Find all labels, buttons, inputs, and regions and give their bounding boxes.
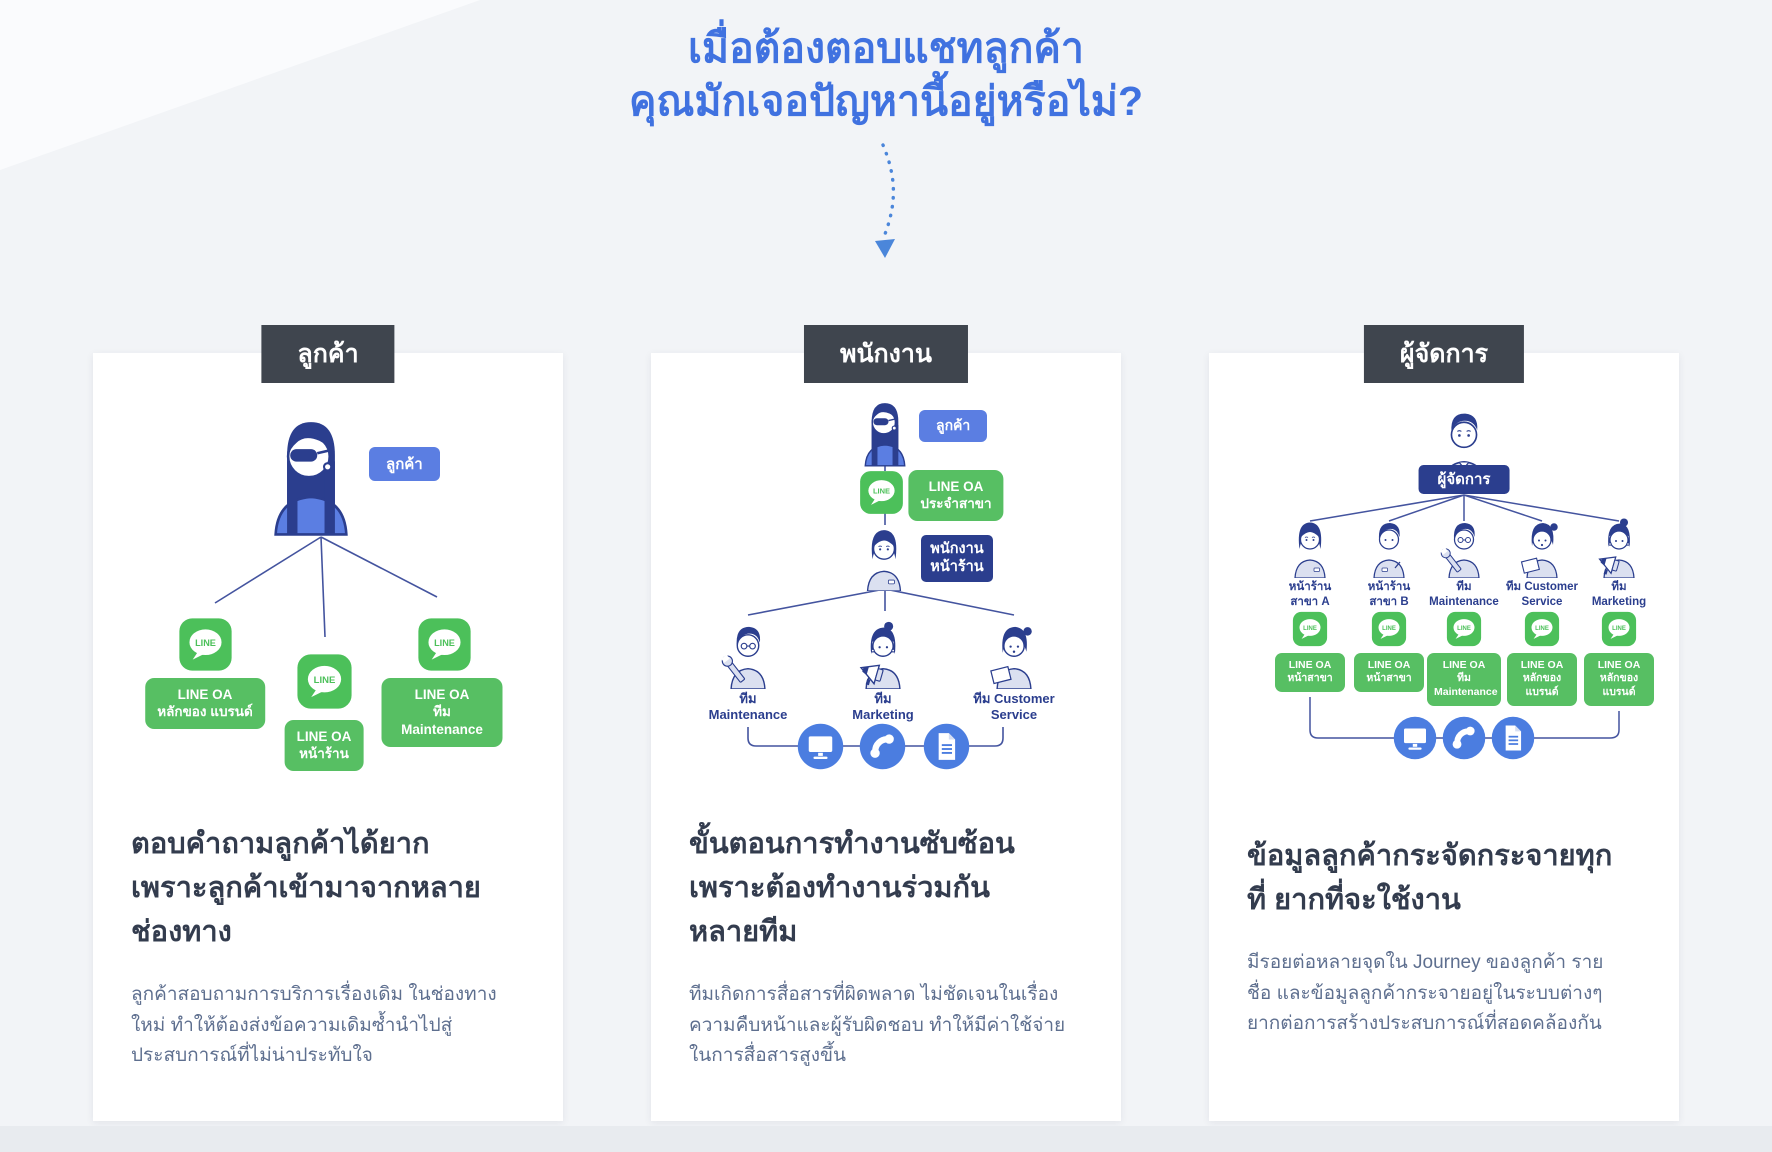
oa-label-storefront: LINE OA หน้าร้าน xyxy=(284,719,364,772)
member-name-customer-service: ทีม Customer Service xyxy=(1505,580,1579,608)
customer-tag: ลูกค้า xyxy=(369,446,440,481)
staff-avatar xyxy=(856,523,912,591)
card-customer-body: ลูกค้าสอบถามการบริการเรื่องเดิม ในช่องทา… xyxy=(131,983,497,1067)
member-name-store-b: หน้าร้าน สาขา B xyxy=(1367,580,1411,608)
card-manager: ผู้จัดการ ผู้จัดการ หน้าร้าน สาขา A หน้า… xyxy=(1209,324,1679,1121)
problem-cards-row: ลูกค้า ลูกค้า LINE OA หลักของ แบรนด์ LIN… xyxy=(0,324,1772,1121)
document-channel-icon xyxy=(923,723,970,770)
document-channel-icon xyxy=(1491,716,1535,760)
oa-label-brand: LINE OA หลักของ แบรนด์ xyxy=(145,677,265,730)
monitor-channel-icon xyxy=(1393,716,1437,760)
card-manager-heading: ข้อมูลลูกค้ากระจัดกระจายทุก ที่ ยากที่จะ… xyxy=(1247,839,1613,916)
card-employee-body: ทีมเกิดการสื่อสารที่ผิดพลาด ไม่ชัดเจนในเ… xyxy=(689,983,1066,1067)
store-a-avatar xyxy=(1284,516,1336,578)
line-oa-icon xyxy=(1446,611,1482,647)
maintenance-avatar xyxy=(1438,516,1490,578)
store-b-avatar xyxy=(1363,516,1415,578)
line-oa-icon xyxy=(1371,611,1407,647)
oa-label-store-a: LINE OA หน้าสาขา xyxy=(1275,652,1345,693)
card-employee-badge: พนักงาน xyxy=(803,324,969,383)
team-name-marketing: ทีม Marketing xyxy=(852,690,914,723)
monitor-channel-icon xyxy=(797,723,844,770)
card-manager-badge: ผู้จัดการ xyxy=(1363,324,1525,383)
customer-diagram: ลูกค้า LINE OA หลักของ แบรนด์ LINE OA หน… xyxy=(93,353,563,818)
manager-diagram: ผู้จัดการ หน้าร้าน สาขา A หน้าร้าน สาขา … xyxy=(1209,353,1679,830)
member-name-maintenance: ทีม Maintenance xyxy=(1429,580,1499,608)
line-oa-icon xyxy=(1292,611,1328,647)
line-oa-icon xyxy=(178,617,233,672)
dashed-down-arrow-icon xyxy=(875,142,896,258)
connector-lines xyxy=(214,535,438,637)
oa-label-customer-service: LINE OA หลักของ แบรนด์ xyxy=(1507,652,1577,707)
phone-channel-icon xyxy=(1442,716,1486,760)
customer-avatar xyxy=(856,395,914,467)
card-employee: พนักงาน ลูกค้า LINE OA ประจำสาขา พนักงาน… xyxy=(651,324,1121,1121)
bottom-section-divider xyxy=(0,1126,1772,1152)
marketing-team-avatar xyxy=(853,619,913,689)
line-oa-icon xyxy=(1524,611,1560,647)
team-name-customer-service: ทีม Customer Service xyxy=(973,690,1055,723)
page-title-line2: คุณมักเจอปัญหานี้อยู่หรือไม่? xyxy=(628,78,1144,125)
oa-label-branch: LINE OA ประจำสาขา xyxy=(908,469,1004,522)
oa-label-maintenance: LINE OA ทีม Maintenance xyxy=(381,677,503,748)
maintenance-team-avatar xyxy=(718,619,778,689)
page-title-line1: เมื่อต้องตอบแชทลูกค้า xyxy=(688,25,1084,71)
page-title: เมื่อต้องตอบแชทลูกค้า คุณมักเจอปัญหานี้อ… xyxy=(81,22,1691,129)
team-name-maintenance: ทีม Maintenance xyxy=(708,690,788,723)
employee-diagram: ลูกค้า LINE OA ประจำสาขา พนักงาน หน้าร้า… xyxy=(651,353,1121,818)
customer-tag: ลูกค้า xyxy=(919,409,988,442)
card-customer-heading: ตอบคำถามลูกค้าได้ยาก เพราะลูกค้าเข้ามาจา… xyxy=(131,827,481,948)
card-customer-badge: ลูกค้า xyxy=(261,324,395,383)
staff-tag: พนักงาน หน้าร้าน xyxy=(921,534,993,583)
oa-label-maintenance: LINE OA ทีม Maintenance xyxy=(1427,652,1501,707)
card-employee-heading: ขั้นตอนการทำงานซับซ้อน เพราะต้องทำงานร่ว… xyxy=(689,827,1015,948)
customer-avatar xyxy=(259,407,363,537)
line-oa-icon xyxy=(859,470,904,515)
member-name-marketing: ทีม Marketing xyxy=(1591,580,1647,608)
line-oa-icon xyxy=(296,653,353,710)
customer-service-avatar xyxy=(1516,516,1568,578)
card-customer: ลูกค้า ลูกค้า LINE OA หลักของ แบรนด์ LIN… xyxy=(93,324,563,1121)
line-oa-icon xyxy=(1601,611,1637,647)
card-manager-body: มีรอยต่อหลายจุดใน Journey ของลูกค้า ราย … xyxy=(1247,951,1604,1035)
phone-channel-icon xyxy=(859,723,906,770)
line-oa-icon xyxy=(417,617,472,672)
marketing-avatar xyxy=(1593,516,1645,578)
member-name-store-a: หน้าร้าน สาขา A xyxy=(1288,580,1332,608)
connector-lines xyxy=(1309,493,1620,739)
header: เมื่อต้องตอบแชทลูกค้า คุณมักเจอปัญหานี้อ… xyxy=(81,0,1691,264)
manager-tag: ผู้จัดการ xyxy=(1418,464,1510,495)
oa-label-store-b: LINE OA หน้าสาขา xyxy=(1354,652,1424,693)
oa-label-marketing: LINE OA หลักของ แบรนด์ xyxy=(1584,652,1654,707)
customer-service-team-avatar xyxy=(984,619,1044,689)
